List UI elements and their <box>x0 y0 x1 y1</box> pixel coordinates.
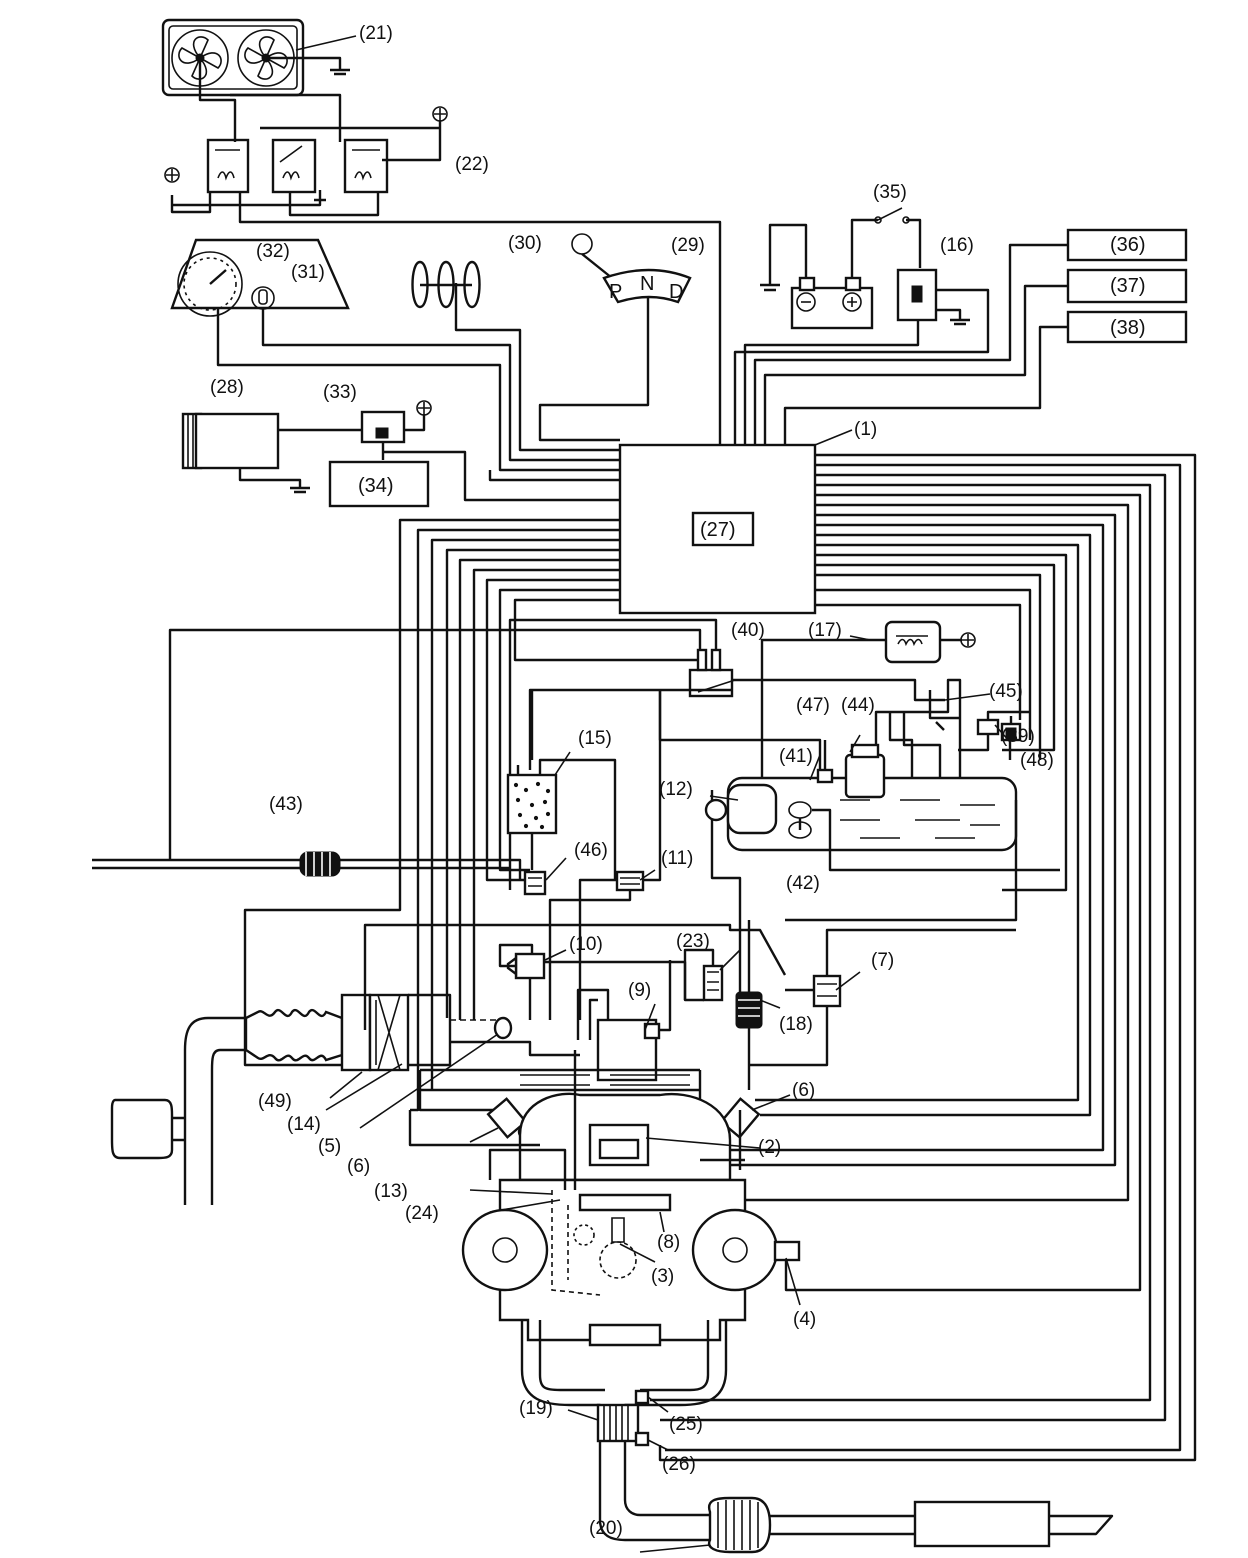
label-14: (14) <box>287 1114 321 1135</box>
label-10: (10) <box>569 934 603 955</box>
label-2: (2) <box>758 1137 781 1158</box>
label-29: (29) <box>671 235 705 256</box>
idle-air-control-valve <box>498 943 687 1020</box>
label-6-left: (6) <box>347 1156 370 1177</box>
label-12: (12) <box>659 779 693 800</box>
label-48: (48) <box>1020 750 1054 771</box>
purge-control-solenoid <box>168 618 945 890</box>
label-44: (44) <box>841 695 875 716</box>
label-17: (17) <box>808 620 842 641</box>
label-30: (30) <box>508 233 542 254</box>
label-1: (1) <box>854 419 877 440</box>
fuel-filter <box>92 851 522 880</box>
label-16: (16) <box>940 235 974 256</box>
charcoal-canister <box>506 690 617 880</box>
solenoid-valve-46 <box>523 870 547 896</box>
exhaust-system <box>596 1389 1114 1554</box>
label-13: (13) <box>374 1181 408 1202</box>
fuel-pump-relay <box>760 620 976 780</box>
battery-and-ignition <box>733 207 990 445</box>
label-49: (49) <box>258 1091 292 1112</box>
inhibitor-switch-selector: P N D <box>538 233 692 442</box>
ecm-inner-label: (27) <box>700 519 736 541</box>
callout-labels: (1) (2) (3) (4) (5) (6) (6) (7) (8) (9) … <box>210 23 1054 1539</box>
solenoid-valve-23 <box>683 948 724 1002</box>
label-18: (18) <box>779 1014 813 1035</box>
box-38-label: (38) <box>1110 317 1146 339</box>
label-4: (4) <box>793 1309 816 1330</box>
engine-control-module: (27) <box>618 443 817 615</box>
gear-d: D <box>669 281 683 303</box>
label-45: (45) <box>989 681 1023 702</box>
label-33: (33) <box>323 382 357 403</box>
box-34-label: (34) <box>358 475 394 497</box>
label-26: (26) <box>662 1454 696 1475</box>
label-46: (46) <box>574 840 608 861</box>
label-8: (8) <box>657 1232 680 1253</box>
label-15: (15) <box>578 728 612 749</box>
fuel-tank <box>704 678 1060 1002</box>
radiator-fan-assembly <box>161 18 350 97</box>
gear-p: P <box>609 281 622 303</box>
label-22: (22) <box>455 154 489 175</box>
gear-n: N <box>640 273 654 295</box>
label-31: (31) <box>291 262 325 283</box>
combination-meter <box>170 238 620 472</box>
manual-shift-pattern <box>411 260 620 452</box>
label-39: (39) <box>1001 726 1035 747</box>
label-5: (5) <box>318 1136 341 1157</box>
label-24: (24) <box>405 1203 439 1224</box>
label-40: (40) <box>731 620 765 641</box>
label-20: (20) <box>589 1518 623 1539</box>
label-42: (42) <box>786 873 820 894</box>
signal-box-37 <box>1066 268 1188 304</box>
fan-relays <box>164 58 722 560</box>
label-7: (7) <box>871 950 894 971</box>
label-32: (32) <box>256 241 290 262</box>
pressure-control-valves <box>928 690 1030 760</box>
signal-box-38 <box>1066 310 1188 344</box>
pressure-sensor <box>750 928 1016 1067</box>
label-43: (43) <box>269 794 303 815</box>
fuel-filter-18 <box>735 920 763 1090</box>
label-41: (41) <box>779 746 813 767</box>
label-25: (25) <box>669 1414 703 1435</box>
label-35: (35) <box>873 182 907 203</box>
solenoid-valve-11 <box>548 690 662 1020</box>
box-37-label: (37) <box>1110 275 1146 297</box>
label-28: (28) <box>210 377 244 398</box>
box-36-label: (36) <box>1110 234 1146 256</box>
air-intake-system <box>110 923 787 1205</box>
label-21: (21) <box>359 23 393 44</box>
label-19: (19) <box>519 1398 553 1419</box>
label-47: (47) <box>796 695 830 716</box>
label-3: (3) <box>651 1266 674 1287</box>
ac-compressor-circuit: (34) <box>181 400 620 508</box>
engine-assembly <box>408 960 801 1430</box>
label-23: (23) <box>676 931 710 952</box>
label-6-right: (6) <box>792 1080 815 1101</box>
label-11: (11) <box>661 848 693 869</box>
label-9: (9) <box>628 980 651 1001</box>
